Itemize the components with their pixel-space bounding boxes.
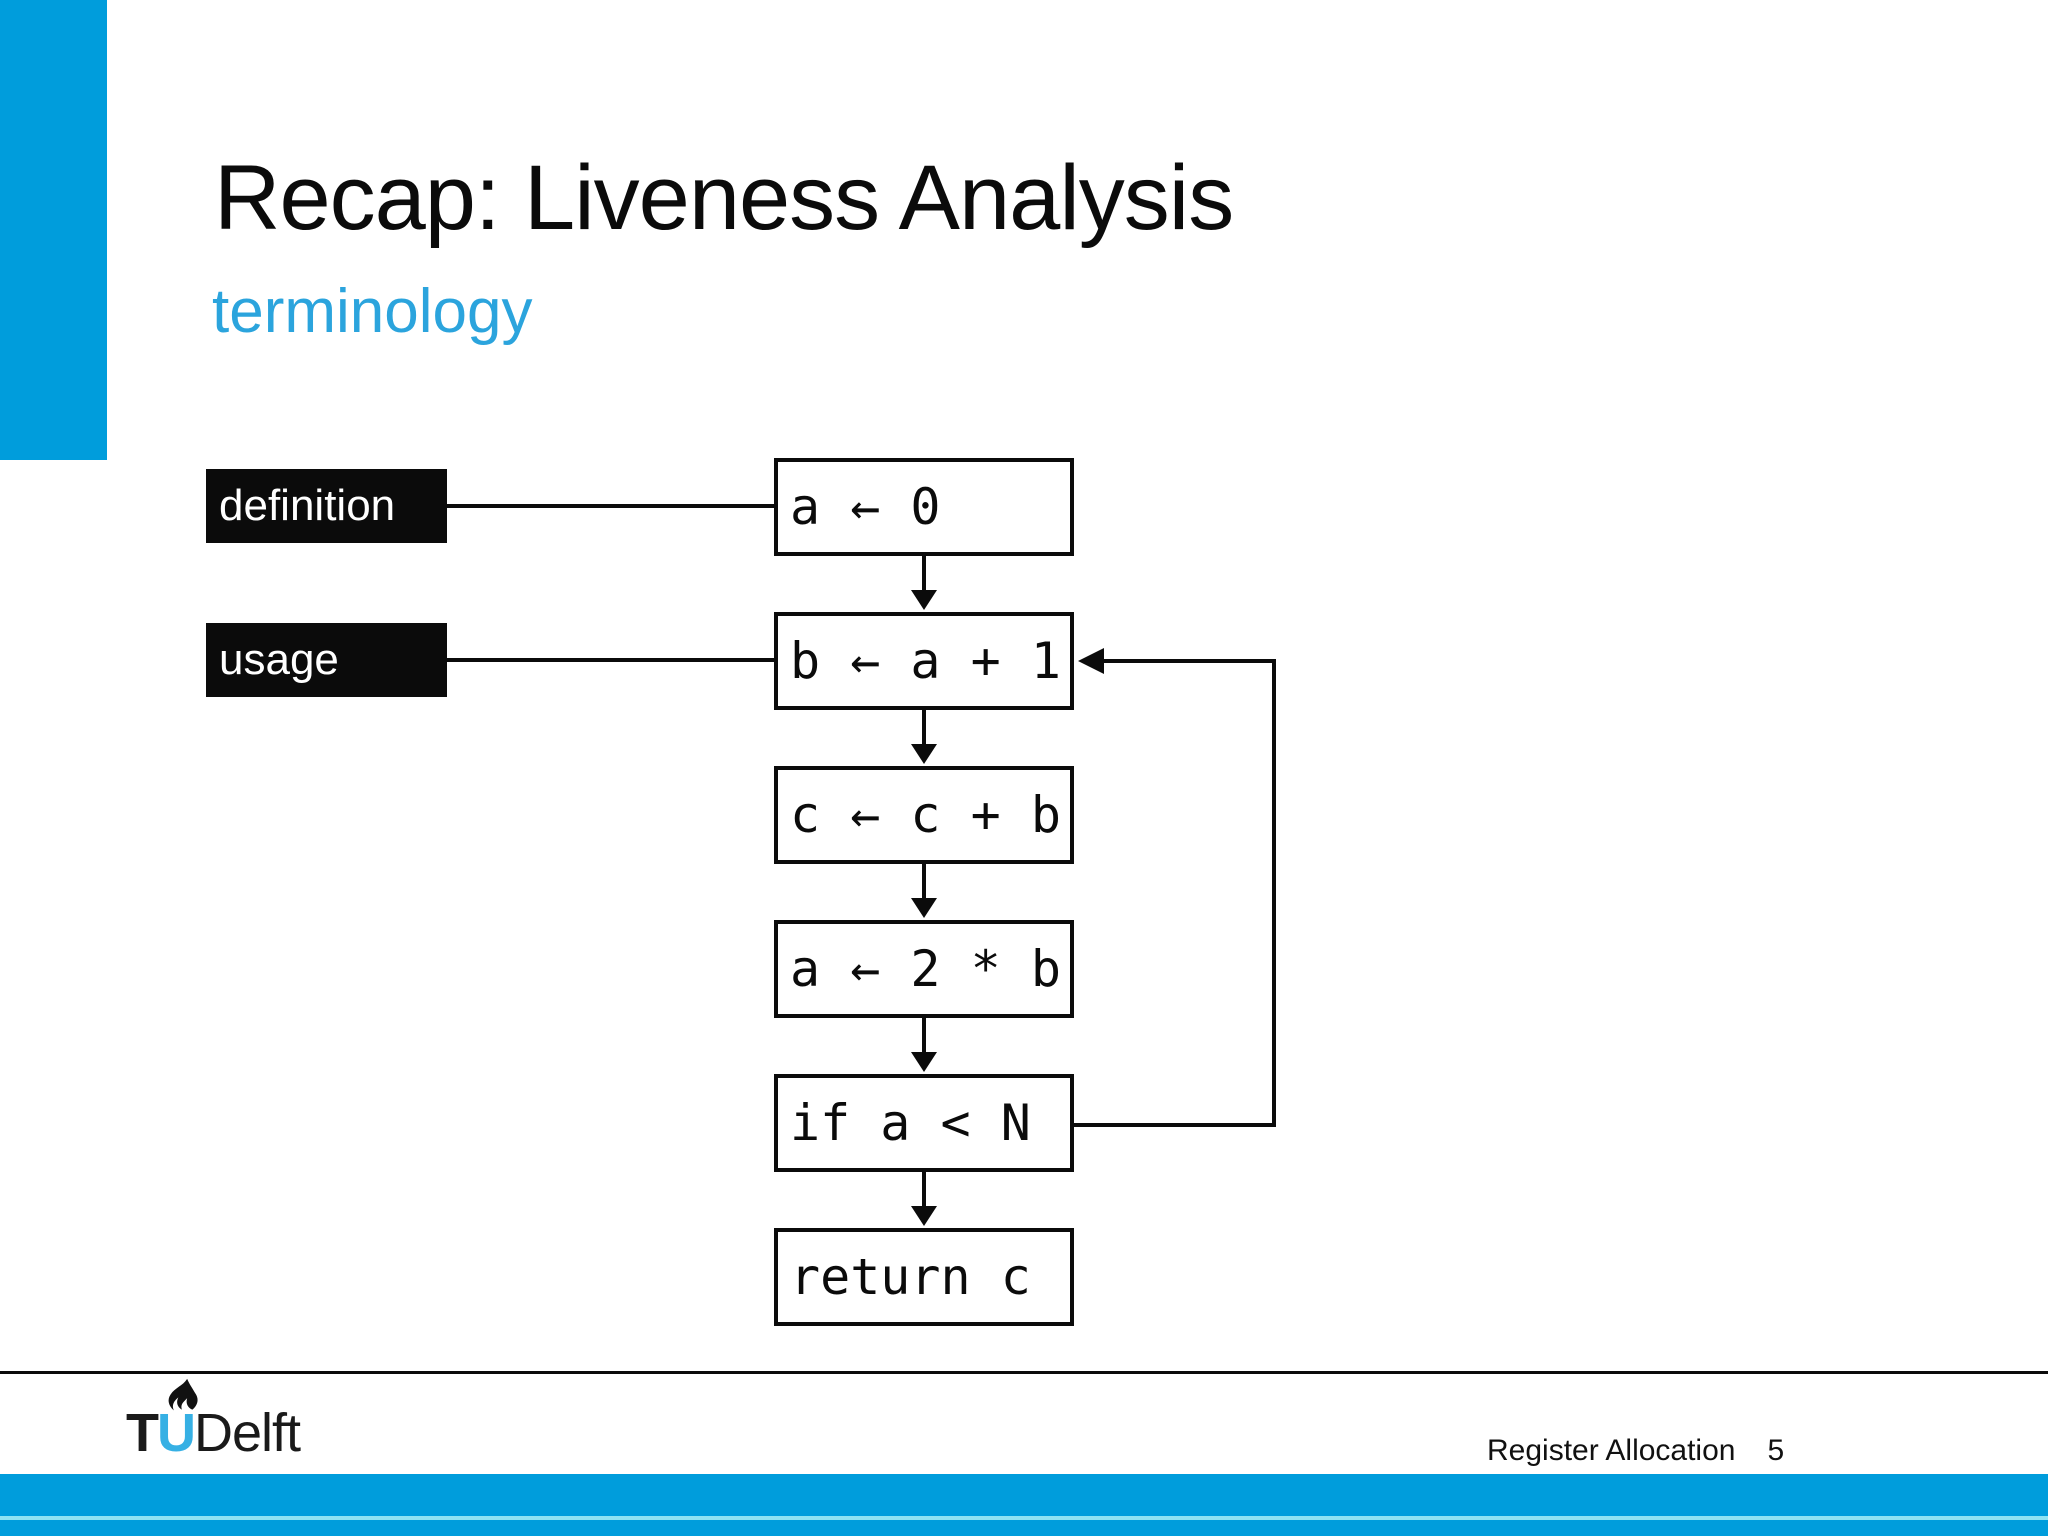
- flow-arrowhead-down-1-icon: [911, 590, 937, 610]
- flow-arrowhead-down-3-icon: [911, 898, 937, 918]
- definition-connector-line: [447, 504, 774, 508]
- tu-delft-flame-icon: [168, 1378, 198, 1411]
- footer-info: Register Allocation 5: [1487, 1434, 1784, 1468]
- loop-edge-bottom-line: [1074, 1123, 1276, 1127]
- footer-course-title: Register Allocation: [1487, 1434, 1736, 1467]
- flow-arrowhead-down-4-icon: [911, 1052, 937, 1072]
- usage-label-text: usage: [219, 635, 339, 684]
- flow-arrow-line-2: [922, 710, 926, 748]
- slide-subtitle: terminology: [212, 277, 533, 346]
- flow-arrow-line-4: [922, 1018, 926, 1056]
- loop-arrowhead-left-icon: [1078, 648, 1104, 674]
- slide-title: Recap: Liveness Analysis: [214, 147, 1234, 249]
- logo-t: T: [126, 1403, 159, 1463]
- flow-arrowhead-down-2-icon: [911, 744, 937, 764]
- flow-node-b-assign-a-plus-1: b ← a + 1: [774, 612, 1074, 710]
- flow-arrow-line-5: [922, 1172, 926, 1210]
- usage-connector-line: [447, 658, 774, 662]
- loop-edge-top-line: [1100, 659, 1276, 663]
- brand-side-bar: [0, 0, 107, 460]
- footer-divider: [0, 1371, 2048, 1374]
- usage-label: usage: [206, 623, 447, 697]
- tu-delft-logo-text: TUDelft: [126, 1403, 301, 1463]
- loop-edge-vertical-line: [1272, 661, 1276, 1125]
- bottom-accent-line: [0, 1516, 2048, 1520]
- bottom-brand-bar: [0, 1474, 2048, 1536]
- flow-arrowhead-down-5-icon: [911, 1206, 937, 1226]
- flow-node-a-assign-0: a ← 0: [774, 458, 1074, 556]
- flow-arrow-line-1: [922, 556, 926, 594]
- flow-node-if-a-less-n: if a < N: [774, 1074, 1074, 1172]
- tu-delft-logo: TUDelft: [126, 1378, 386, 1468]
- definition-label-text: definition: [219, 481, 396, 530]
- flow-node-c-assign-c-plus-b: c ← c + b: [774, 766, 1074, 864]
- logo-delft: Delft: [194, 1403, 301, 1463]
- definition-label: definition: [206, 469, 447, 543]
- flow-node-a-assign-2-times-b: a ← 2 * b: [774, 920, 1074, 1018]
- flow-arrow-line-3: [922, 864, 926, 902]
- logo-u: U: [157, 1403, 196, 1463]
- flow-node-return-c: return c: [774, 1228, 1074, 1326]
- footer-page-number: 5: [1767, 1434, 1785, 1467]
